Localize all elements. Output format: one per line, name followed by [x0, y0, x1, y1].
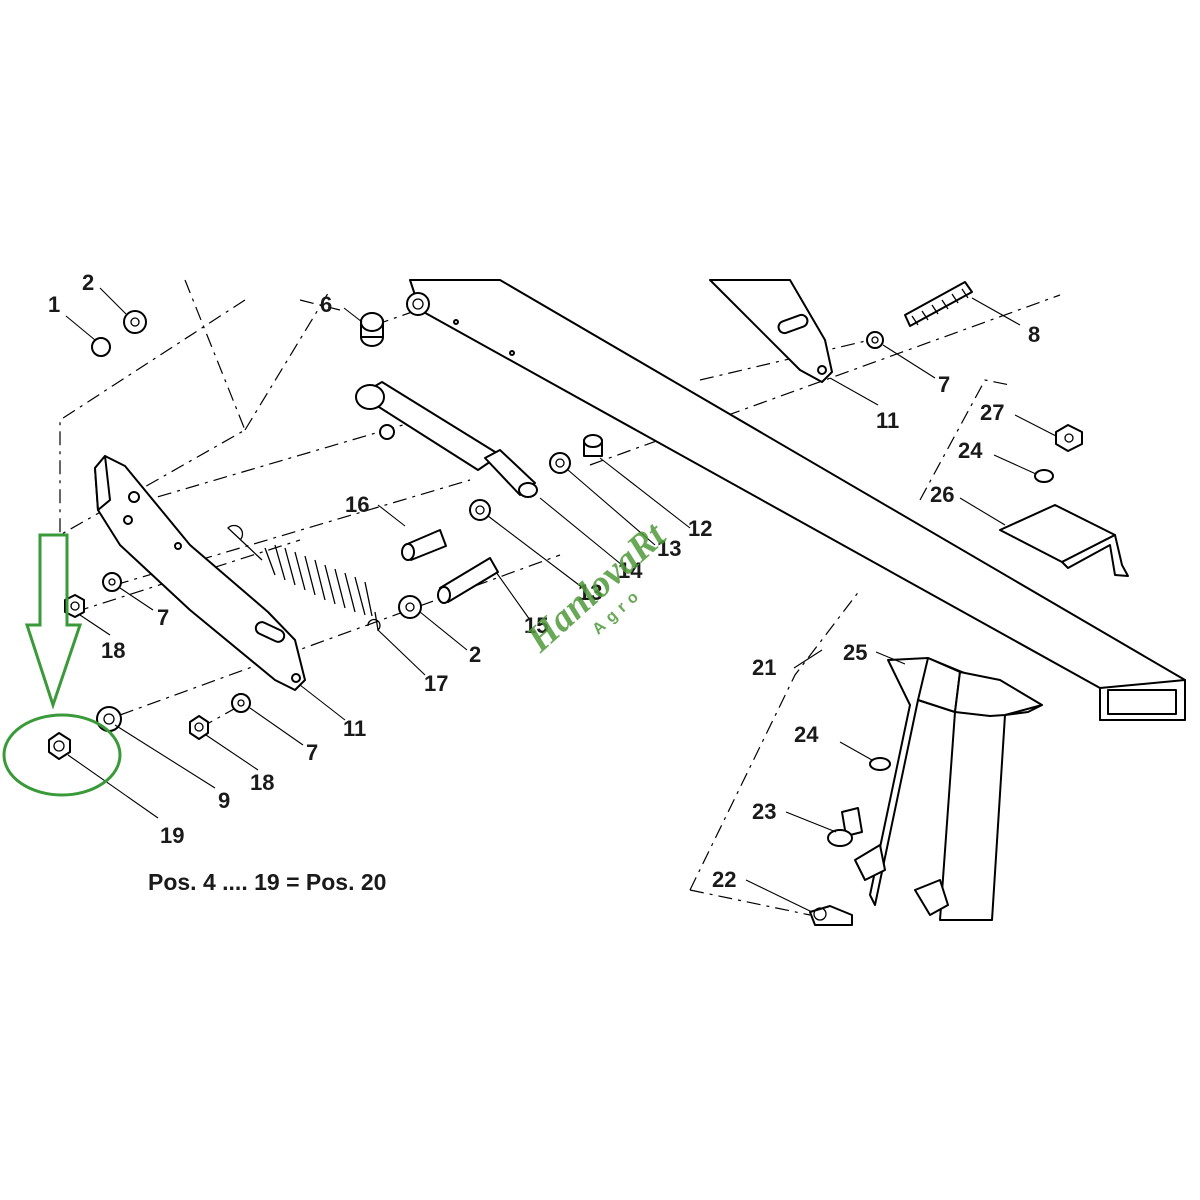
callout-14: 14: [618, 558, 643, 583]
washer-part-2: [123, 310, 147, 334]
washer-part-24-lower: [869, 757, 891, 771]
circlip-part-1: [91, 337, 111, 357]
highlight-circle: [2, 713, 122, 797]
down-arrow-icon: [24, 533, 83, 710]
callout-16: 16: [345, 492, 369, 517]
callout-15: 15: [524, 613, 548, 638]
callout-7-lower: 7: [306, 740, 318, 765]
watermark-logo: HanlovaRt Agro: [518, 514, 675, 661]
callout-13-right: 13: [657, 536, 681, 561]
callout-18-lower: 18: [250, 770, 274, 795]
washer-part-24-upper: [1034, 469, 1054, 483]
callout-24-lower: 24: [794, 722, 819, 747]
callout-24-top: 24: [958, 438, 983, 463]
spring-part-17: [227, 524, 381, 632]
callout-11-lower: 11: [343, 716, 366, 741]
threaded-rod-part-8: [904, 281, 973, 327]
highlight-annotation: [2, 533, 122, 797]
nut-part-27: [1055, 424, 1083, 452]
bushing-part-12: [583, 434, 603, 457]
pin-part-15: [437, 557, 499, 604]
upper-bracket: [709, 279, 833, 383]
washer-part-14: [549, 452, 571, 474]
bolt-part-22: [809, 905, 853, 926]
nut-part-18-upper: [64, 594, 85, 618]
callout-2-top: 2: [82, 270, 94, 295]
callout-7-left: 7: [157, 605, 169, 630]
cylinder-shaft: [355, 381, 538, 498]
callout-labels: 1 2 6 8 7 11 27 24 26 16 12 13 14 13 7 1…: [48, 270, 1040, 892]
callout-2-lower: 2: [469, 642, 481, 667]
callout-18-upper: 18: [101, 638, 125, 663]
bent-bracket-part-26: [999, 504, 1129, 577]
callout-22: 22: [712, 867, 736, 892]
callout-8: 8: [1028, 322, 1040, 347]
callout-26: 26: [930, 482, 954, 507]
support-stand-part-21: [854, 657, 1043, 921]
pin-part-16: [401, 529, 447, 561]
swing-arm-plate-part-11: [94, 455, 306, 691]
callout-23: 23: [752, 799, 776, 824]
callout-11-top: 11: [876, 408, 899, 433]
washer-part-7-top: [866, 331, 884, 349]
callout-19: 19: [160, 823, 184, 848]
washer-part-13: [469, 499, 491, 521]
washer-part-2-lower: [398, 595, 422, 619]
nut-part-19: [48, 732, 71, 760]
callout-13-left: 13: [578, 580, 602, 605]
position-note: Pos. 4 .... 19 = Pos. 20: [148, 869, 386, 895]
callout-7-top: 7: [938, 372, 950, 397]
watermark-name: HanlovaRt: [518, 514, 675, 661]
bolt-part-23: [827, 807, 863, 847]
callout-21: 21: [752, 655, 776, 680]
small-parts: [48, 310, 1083, 926]
leader-lines: [65, 287, 1057, 913]
washer-part-9: [96, 706, 122, 732]
bushing-part-6: [360, 312, 384, 347]
callout-9: 9: [218, 788, 230, 813]
frame-beam: [406, 279, 1186, 721]
callout-1: 1: [48, 292, 60, 317]
callout-27: 27: [980, 400, 1004, 425]
callout-25: 25: [843, 640, 867, 665]
callout-17: 17: [424, 671, 448, 696]
nut-part-18-lower: [189, 715, 209, 740]
callout-6: 6: [320, 292, 332, 317]
washer-part-7-lower: [231, 693, 251, 713]
callout-12: 12: [688, 516, 712, 541]
washer-part-7-left: [102, 572, 122, 592]
